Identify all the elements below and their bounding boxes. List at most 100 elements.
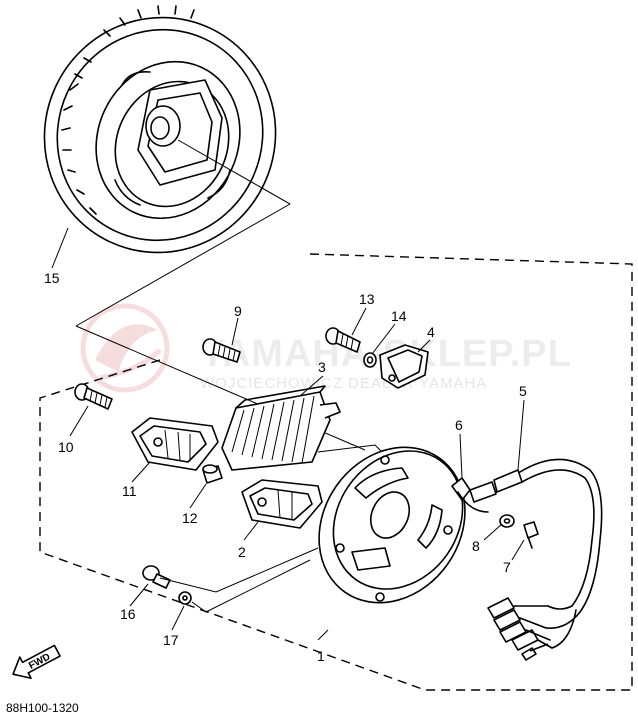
part-6-wire: [457, 491, 489, 513]
stator-hole-2: [335, 543, 345, 553]
watermark-subtitle: WOJCIECHOWICZ DEALER YAMAHA: [200, 375, 487, 392]
part-11-pickup: [131, 417, 219, 471]
part-12-spacer: [202, 464, 223, 484]
rotor-magnet-inner: [147, 92, 213, 173]
leader-3: [299, 375, 324, 397]
part-11-ribs: [164, 429, 191, 461]
leader-1: [317, 629, 329, 641]
part-15-flywheel-rotor: [43, 5, 291, 254]
part-5-wire-harness: [469, 458, 603, 661]
rotor-gear-root: [56, 28, 264, 242]
bolt-10-thread: [89, 390, 108, 408]
callout-5: 5: [519, 383, 527, 399]
washer-14-hole: [366, 356, 374, 364]
watermark: YAMAHA-SKLEP.PL WOJCIECHOWICZ DEALER YAM…: [80, 303, 571, 393]
part-2-pickup: [241, 479, 323, 529]
callout-2: 2: [238, 544, 246, 560]
watermark-logo-ring: [80, 303, 170, 393]
rotor-hub-bore: [150, 116, 170, 140]
part-2-ribs: [277, 489, 293, 520]
callout-7: 7: [503, 559, 511, 575]
harness-grommet: [469, 481, 497, 503]
callout-12: 12: [182, 510, 198, 526]
leader-17: [171, 605, 185, 631]
callout-6: 6: [455, 417, 463, 433]
leader-10: [69, 405, 89, 437]
bolt-10-shank: [83, 387, 113, 410]
part-2-face: [249, 487, 313, 521]
washer-17-outer: [178, 591, 192, 605]
leader-14: [371, 323, 396, 355]
part-3-top-edge: [235, 385, 326, 409]
part-11-hole: [153, 437, 163, 447]
rotor-reference-line: [177, 139, 291, 205]
harness-connector-1: [487, 597, 515, 619]
rotor-boundary-left: [75, 203, 291, 327]
callout-11: 11: [122, 483, 137, 499]
washer-17-hole: [182, 595, 188, 601]
leader-13: [351, 307, 367, 336]
callout-4: 4: [427, 324, 435, 340]
harness-leads: [513, 605, 553, 649]
leader-15: [51, 227, 69, 269]
part-4-face: [387, 349, 423, 383]
leader-7: [511, 539, 525, 561]
watermark-logo: [80, 303, 170, 393]
leader-6: [459, 433, 463, 479]
screw-7-head: [523, 521, 539, 539]
part-3-fins: [231, 395, 315, 464]
part-3-finned-unit: [221, 385, 341, 471]
assembly-boundary-line: [39, 253, 633, 691]
stator-plate-rim: [332, 450, 464, 590]
rotor-inner-details: [114, 70, 231, 206]
harness-cable-inner: [521, 469, 595, 607]
part-11-face: [139, 425, 207, 463]
part-1-stator-plate: [318, 446, 466, 604]
leader-2: [243, 521, 259, 541]
callout-9: 9: [234, 303, 242, 319]
bolt-13-thread: [340, 333, 354, 351]
leader-1-bracket-upper: [159, 547, 319, 593]
stator-slot-right: [417, 504, 443, 549]
harness-terminal: [521, 643, 549, 661]
stator-center-bore: [369, 491, 411, 539]
part-4-bracket: [379, 344, 429, 389]
callout-8: 8: [472, 538, 480, 554]
callout-17: 17: [163, 632, 179, 648]
washer-8-outer: [499, 514, 515, 528]
part-12-top: [202, 464, 218, 474]
leader-11: [131, 461, 151, 483]
stator-slot-top: [354, 467, 409, 499]
part-8-washer: [499, 514, 515, 528]
stator-pad: [351, 547, 391, 571]
screw-7-shank: [527, 536, 533, 549]
part-7-screw: [523, 521, 539, 549]
rotor-gear-teeth: [61, 5, 195, 215]
harness-boot: [493, 469, 523, 493]
washer-14-outer: [363, 352, 377, 368]
leader-16: [129, 583, 149, 607]
leader-4: [417, 339, 431, 353]
callout-3: 3: [318, 359, 326, 375]
harness-connector-3: [499, 621, 527, 643]
leader-12: [189, 483, 207, 509]
leader-lines: [51, 227, 525, 641]
callout-15: 15: [44, 270, 60, 286]
drawing-code: 88H100-1320: [6, 701, 79, 715]
part-2-hole: [257, 497, 267, 507]
harness-branches: [545, 605, 581, 649]
callout-13: 13: [359, 291, 375, 307]
leader-1-bracket-lower: [191, 559, 311, 613]
part-10-bolt: [74, 383, 113, 410]
fwd-arrow-shape: [12, 644, 61, 680]
part-4-hole: [388, 374, 396, 382]
part-13-bolt: [325, 327, 361, 353]
stator-hole-1: [380, 455, 390, 465]
part-17-washer: [178, 591, 192, 605]
harness-connector-2: [493, 609, 521, 631]
part-3-tab: [319, 402, 341, 419]
harness-cable-outer: [519, 458, 603, 613]
callout-labels: 1 2 3 4 5 6 7 8 9 10 11 12 13 14 15 16 1…: [44, 270, 527, 664]
fwd-label: FWD: [27, 652, 52, 672]
part-9-bolt: [202, 338, 241, 363]
